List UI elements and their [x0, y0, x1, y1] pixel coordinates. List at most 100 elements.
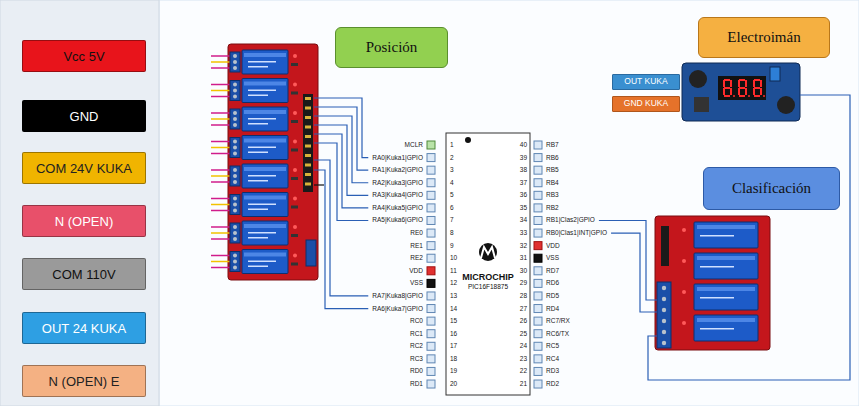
- pin-name: RD2: [546, 381, 559, 388]
- pin-name: RC3: [410, 356, 423, 363]
- relay-print: [700, 235, 734, 237]
- pin-pad: [427, 154, 435, 162]
- node-text: OUT KUKA: [624, 77, 667, 86]
- terminal-screw: [233, 180, 237, 184]
- pin-pad: [427, 292, 435, 300]
- relay-print: [248, 118, 276, 120]
- terminal-screw: [233, 231, 237, 235]
- pin-pad: [427, 317, 435, 325]
- relay: [694, 284, 758, 310]
- pin-name: RD1: [410, 381, 423, 388]
- relay: [694, 253, 758, 279]
- header-pin: [305, 164, 311, 167]
- terminal-screw: [233, 54, 237, 58]
- terminal-screw: [233, 123, 237, 127]
- relay-print: [248, 261, 276, 263]
- relay-print: [248, 175, 276, 177]
- capacitor: [777, 96, 795, 114]
- legend-panel: [0, 0, 159, 406]
- pin-pad: [427, 367, 435, 375]
- pin-pad: [427, 330, 435, 338]
- pin-number: 38: [520, 167, 527, 174]
- relay-wire: [211, 55, 231, 57]
- pin-number: 13: [450, 293, 457, 300]
- relay-wire: [211, 181, 231, 183]
- terminal-screw: [233, 117, 237, 121]
- screw-terminal: [230, 52, 240, 72]
- pin-name: RB6: [546, 154, 559, 161]
- resistor: [291, 149, 298, 152]
- pin-number: 32: [520, 242, 527, 249]
- pin-number: 4: [450, 179, 454, 186]
- led: [293, 54, 297, 58]
- terminal-screw: [662, 341, 666, 345]
- pin-number: 33: [520, 230, 527, 237]
- pin-pad: [534, 292, 542, 300]
- terminal-screw: [233, 174, 237, 178]
- wire: [611, 233, 657, 312]
- pin1-dot: [465, 137, 471, 143]
- legend-text: COM 24V KUKA: [36, 161, 132, 176]
- title-box: OUT KUKA: [612, 74, 680, 90]
- pin-number: 19: [450, 368, 457, 375]
- power-terminal: [306, 240, 316, 266]
- pin-number: 15: [450, 318, 457, 325]
- header-pin: [305, 183, 311, 186]
- pin-pad: [427, 204, 435, 212]
- relay-print: [700, 266, 734, 268]
- wire: [314, 184, 324, 185]
- resistor: [291, 234, 298, 237]
- pin-pad: [427, 380, 435, 388]
- led: [293, 225, 297, 229]
- relay: [242, 250, 288, 274]
- pin-name: RC1: [410, 330, 423, 337]
- pin-number: 11: [450, 268, 457, 275]
- pin-header: [661, 226, 669, 266]
- pin-name: RD5: [546, 293, 559, 300]
- relay-print: [248, 95, 268, 97]
- relay-wire: [211, 232, 231, 234]
- pin-number: 10: [450, 255, 457, 262]
- relay-wire: [211, 96, 231, 98]
- wire: [314, 160, 368, 296]
- pin-pad: [534, 204, 542, 212]
- relay-print: [697, 225, 755, 229]
- relay-print: [244, 139, 286, 143]
- terminal-screw: [233, 89, 237, 93]
- node-text: Clasificación: [732, 180, 811, 197]
- pin-pad: [534, 254, 542, 262]
- header-pin: [305, 173, 311, 176]
- relay-print: [248, 66, 268, 68]
- pin-pad: [427, 355, 435, 363]
- screw-terminal: [230, 223, 240, 243]
- resistor: [291, 120, 298, 123]
- terminal-screw: [662, 297, 666, 301]
- relay-print: [697, 256, 755, 260]
- relay-wire: [211, 112, 231, 114]
- pin-name: RA1|Kuka2|GPIO: [372, 167, 423, 174]
- pin-pad: [534, 242, 542, 250]
- terminal-screw: [233, 60, 237, 64]
- display-segment: [723, 88, 725, 95]
- relay-wire: [211, 118, 231, 120]
- pin-name: RE1: [410, 242, 423, 249]
- pin-name: RA7|Kuka8|GPIO: [372, 293, 423, 300]
- pin-number: 31: [520, 255, 527, 262]
- capacitor: [689, 70, 707, 88]
- pin-name: RC6/TX: [546, 330, 569, 337]
- terminal-screw: [233, 254, 237, 258]
- header-pin: [305, 154, 311, 157]
- title-box: GND KUKA: [612, 96, 680, 112]
- resistor: [291, 92, 298, 95]
- display-segment: [753, 80, 755, 87]
- relay-wire: [211, 267, 231, 269]
- inductor: [694, 97, 709, 112]
- relay-wire: [211, 141, 231, 143]
- legend-text: GND: [70, 109, 99, 124]
- relay-pcb: [228, 44, 318, 280]
- terminal-screw: [662, 319, 666, 323]
- wire: [314, 170, 368, 309]
- pin-name: RD7: [546, 268, 559, 275]
- legend-text: OUT 24 KUKA: [42, 321, 126, 336]
- terminal-screw: [233, 225, 237, 229]
